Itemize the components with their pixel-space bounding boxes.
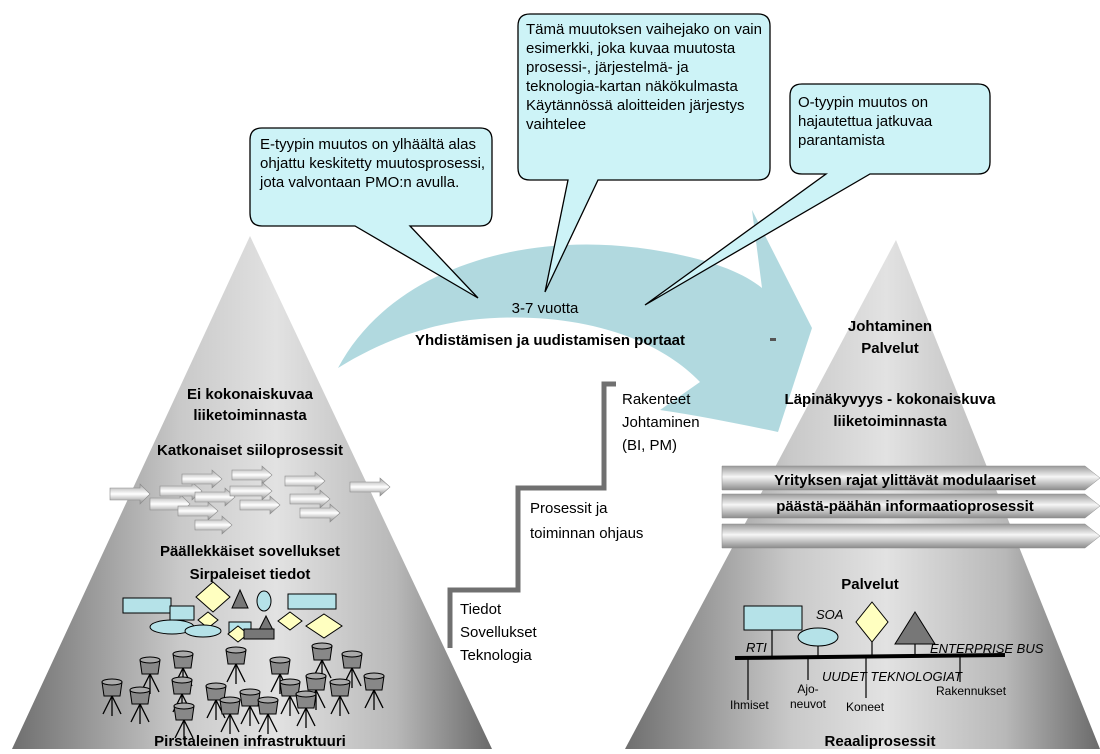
tripod-icon [219,696,241,734]
buildings-label: Rakennukset [936,684,1007,698]
no-overview-label: Ei kokonaiskuvaa liiketoiminnasta [187,386,313,424]
transparency-label: Läpinäkyvyys - kokonaiskuva liiketoiminn… [784,391,996,430]
soa-label: SOA [816,607,844,622]
tripod-icon [279,678,301,716]
tripod-icon [101,678,123,716]
bubble-e-type: E-tyypin muutos on ylhäältä alas ohjattu… [260,136,486,191]
fragmented-infra-label: Pirstaleinen infrastruktuuri [154,733,346,750]
fragmented-apps-shapes [122,581,343,643]
tripod-icon [239,688,261,726]
modular-processes-label: Yrityksen rajat ylittävät modulaariset p… [774,472,1036,515]
stairs-line [447,381,616,648]
people-label: Ihmiset [730,698,769,712]
tripod-icon [311,642,333,680]
machines-label: Koneet [846,700,885,714]
process-bands [721,465,1100,549]
tripod-icon [173,702,195,740]
tripod-icon [295,690,317,728]
bubble-phase: Tämä muutoksen vaihejako on vain esimerk… [526,21,762,133]
silo-processes-label: Katkonaiset siiloprosessit [157,442,343,459]
arrow-marker [770,338,776,341]
tripod-icon [205,682,227,720]
stair-step-3: Rakenteet Johtaminen (BI, PM) [622,391,700,454]
bubble-o-type: O-tyypin muutos on hajautettua jatkuvaa … [798,94,933,149]
tripod-icon [139,656,161,694]
bubble-phase-shape [517,13,771,293]
silo-process-arrows [109,465,391,535]
stairs-title: Yhdistämisen ja uudistamisen portaat [414,332,686,349]
vehicles-label: Ajo- neuvot [789,682,827,711]
duration-label: 3-7 vuotta [511,300,579,317]
services-label: Palvelut [841,576,899,593]
tripod-icon [363,672,385,710]
stair-step-1: Tiedot Sovellukset Teknologia [460,601,537,664]
overlapping-apps-label: Päällekkäiset sovellukset Sirpaleiset ti… [159,543,341,583]
stair-step-2: Prosessit ja toiminnan ohjaus [530,500,644,542]
bubble-o-type-shape [644,83,991,306]
enterprise-bus-label: ENTERPRISE BUS [930,641,1044,656]
bubble-e-type-shape [249,127,493,299]
enterprise-bus [734,630,1006,700]
tripod-icon [129,686,151,724]
real-processes-label: Reaaliprosessit [824,733,936,750]
fragmented-infrastructure [101,642,385,740]
tripod-icon [341,650,363,688]
tripod-icon [329,678,351,716]
tripod-icon [225,646,247,684]
management-services-label: Johtaminen Palvelut [847,318,933,357]
soa-shapes [743,601,936,647]
rti-label: RTI [746,640,767,655]
tripod-icon [257,696,279,734]
transformation-arrow [338,210,812,432]
new-technologies-label: UUDET TEKNOLOGIAT [822,669,962,684]
